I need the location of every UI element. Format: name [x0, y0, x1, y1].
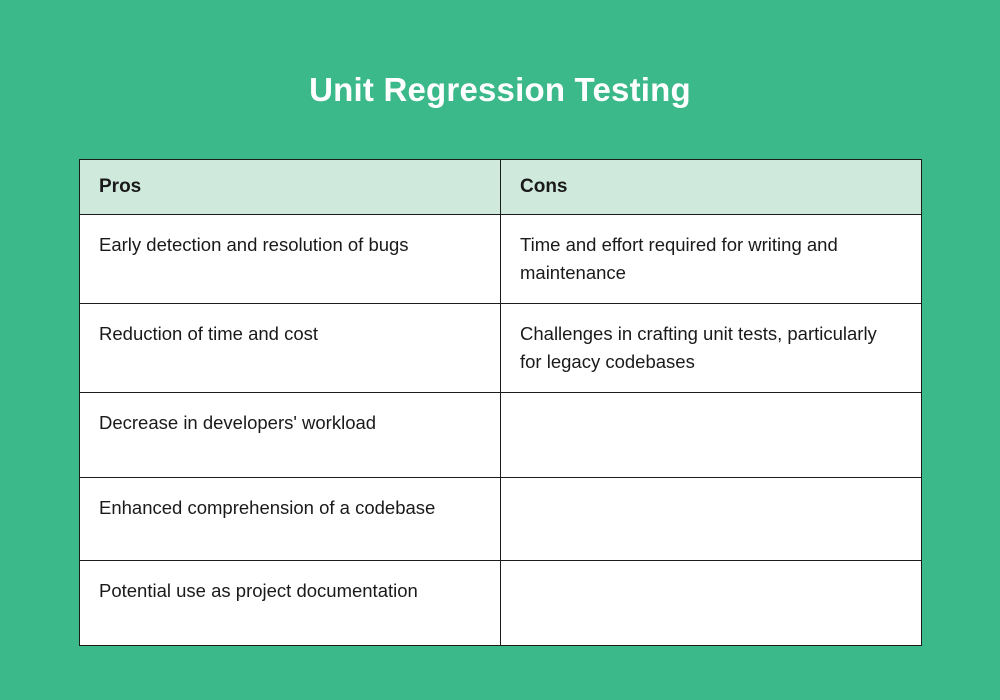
column-header-cons: Cons [500, 159, 922, 215]
table-row: Reduction of time and cost Challenges in… [79, 303, 922, 393]
table-row: Potential use as project documentation [79, 560, 922, 646]
cell-cons-2: Challenges in crafting unit tests, parti… [500, 303, 922, 393]
cell-cons-4 [500, 477, 922, 561]
cell-pros-2: Reduction of time and cost [79, 303, 501, 393]
cell-pros-1: Early detection and resolution of bugs [79, 214, 501, 304]
pros-cons-table-container: Pros Cons Early detection and resolution… [79, 159, 922, 646]
cell-pros-3: Decrease in developers' workload [79, 392, 501, 478]
table-row: Enhanced comprehension of a codebase [79, 477, 922, 561]
table-body: Early detection and resolution of bugs T… [79, 214, 922, 646]
pros-cons-table: Pros Cons Early detection and resolution… [79, 159, 922, 646]
table-row: Early detection and resolution of bugs T… [79, 214, 922, 304]
cell-pros-5: Potential use as project documentation [79, 560, 501, 646]
table-row: Decrease in developers' workload [79, 392, 922, 478]
cell-pros-4: Enhanced comprehension of a codebase [79, 477, 501, 561]
cell-cons-5 [500, 560, 922, 646]
page-title: Unit Regression Testing [309, 71, 691, 108]
column-header-pros: Pros [79, 159, 501, 215]
table-header: Pros Cons [79, 159, 922, 215]
table-header-row: Pros Cons [79, 159, 922, 215]
cell-cons-1: Time and effort required for writing and… [500, 214, 922, 304]
cell-cons-3 [500, 392, 922, 478]
